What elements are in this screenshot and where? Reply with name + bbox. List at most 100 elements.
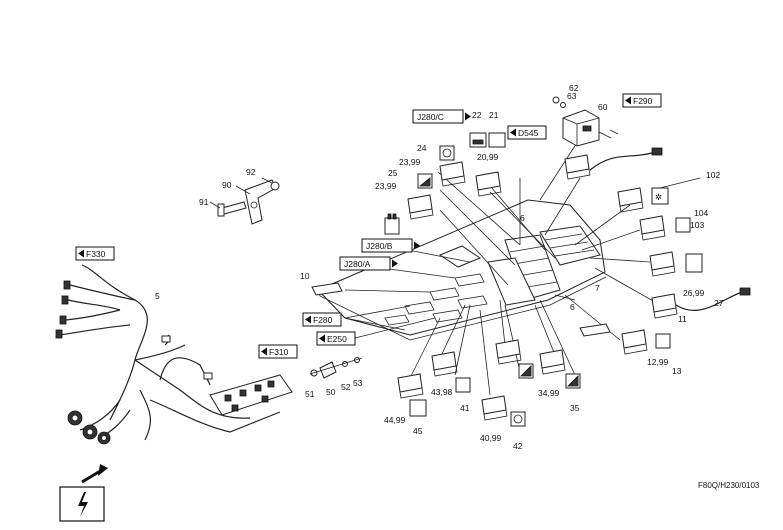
part-label: 91	[199, 197, 209, 207]
part-label: 52	[341, 382, 351, 392]
arrow-right-icon	[465, 112, 471, 121]
ref-label: F290	[633, 96, 653, 106]
relay-plug	[384, 213, 400, 235]
part-label: 26,99	[683, 288, 705, 298]
part-label: 45	[413, 426, 423, 436]
switch-center	[495, 339, 522, 365]
part-label: 103	[690, 220, 704, 230]
nut-62	[552, 96, 560, 104]
module-60	[562, 109, 612, 147]
ref-label: F280	[313, 315, 333, 325]
ref-label: J280/A	[344, 259, 371, 269]
part-label: 25	[388, 168, 398, 178]
part-label: 12,99	[647, 357, 669, 367]
part-label: 23,99	[399, 157, 421, 167]
icon-card-45	[409, 399, 427, 417]
switch-40-99	[481, 395, 508, 421]
switch-11	[651, 293, 678, 319]
part-label: 6	[520, 213, 525, 223]
part-label: 5	[155, 291, 160, 301]
part-label: 102	[706, 170, 720, 180]
icon-card-41	[455, 377, 471, 393]
part-label: 42	[513, 441, 523, 451]
switches	[311, 96, 678, 421]
ref-label: D545	[518, 128, 539, 138]
part-label: 23,99	[375, 181, 397, 191]
icon-card-26-99	[685, 253, 703, 273]
truck-icon	[472, 139, 484, 145]
part-label: 20,99	[477, 152, 499, 162]
ref-label: F310	[269, 347, 289, 357]
bracket-assembly	[209, 177, 280, 225]
part-label: 62	[569, 83, 579, 93]
part-label: 104	[694, 208, 708, 218]
part-label: 13	[672, 366, 682, 376]
ref-label: F330	[86, 249, 106, 259]
icon-card-12-99	[655, 333, 671, 349]
ref-box-e250: E250	[316, 331, 356, 346]
icon-card-21	[488, 132, 506, 148]
nut-92	[270, 181, 280, 191]
arrow-right-icon	[392, 259, 398, 268]
arrow-left-icon	[78, 249, 84, 258]
direction-arrow	[81, 464, 108, 484]
lightning-symbol	[59, 486, 105, 522]
ref-label: J280/B	[366, 241, 393, 251]
part-50	[319, 361, 337, 379]
arrow-left-icon	[625, 96, 631, 105]
part-label: 10	[300, 271, 310, 281]
switch-26-99	[649, 251, 676, 277]
arrow-left-icon	[319, 334, 325, 343]
part-label: 90	[222, 180, 232, 190]
switch-102-a	[564, 154, 591, 180]
switch-23-99-a	[407, 194, 434, 220]
drawing-code: F80Q/H230/0103	[698, 481, 760, 490]
part-label: 21	[489, 110, 499, 120]
lightning-icon	[78, 492, 88, 517]
icon-card-42	[510, 411, 526, 427]
part-label: 50	[326, 387, 336, 397]
part-label: 7	[595, 283, 600, 293]
icon-card-103	[675, 217, 691, 233]
ref-box-j280-b: J280/B	[361, 238, 420, 253]
switch-34-99	[539, 349, 566, 375]
part-label: 35	[570, 403, 580, 413]
part-label: 11	[678, 314, 687, 324]
part-label: 40,99	[480, 433, 502, 443]
ref-box-f280: F280	[302, 312, 342, 327]
ref-label: E250	[327, 334, 347, 344]
part-label: 41	[460, 403, 470, 413]
arrow-left-icon	[261, 347, 267, 356]
console-tray	[317, 199, 607, 341]
ref-box-f310: F310	[258, 344, 298, 359]
switch-104	[639, 215, 666, 241]
tray-leader-lines	[344, 137, 656, 396]
part-label: 60	[598, 102, 608, 112]
ref-box-j280-c: J280/C	[412, 109, 471, 124]
icon-cards: ✲	[409, 132, 703, 427]
blanking-plate-10	[311, 282, 343, 296]
icon-card-24	[439, 145, 455, 161]
ref-box-f330: F330	[75, 246, 115, 261]
wiring-harness	[55, 248, 363, 445]
part-label: 24	[417, 143, 427, 153]
arrow-left-icon	[510, 128, 516, 137]
part-label: 27	[714, 298, 724, 308]
tipper-icon	[418, 177, 431, 187]
switch-20-99	[475, 171, 502, 197]
ref-box-d545: D545	[507, 125, 547, 140]
arrow-right-icon	[414, 241, 420, 250]
part-label: 43,98	[431, 387, 453, 397]
part-label: 34,99	[538, 388, 560, 398]
switch-24-25	[439, 161, 466, 187]
switch-44-99	[397, 373, 424, 399]
ref-box-j280-a: J280/A	[339, 256, 398, 271]
switch-43-98	[431, 351, 458, 377]
part-label: 6	[570, 302, 575, 312]
blanking-plate-6	[579, 323, 611, 337]
fan-icon: ✲	[655, 192, 662, 202]
right-wires	[589, 147, 751, 311]
